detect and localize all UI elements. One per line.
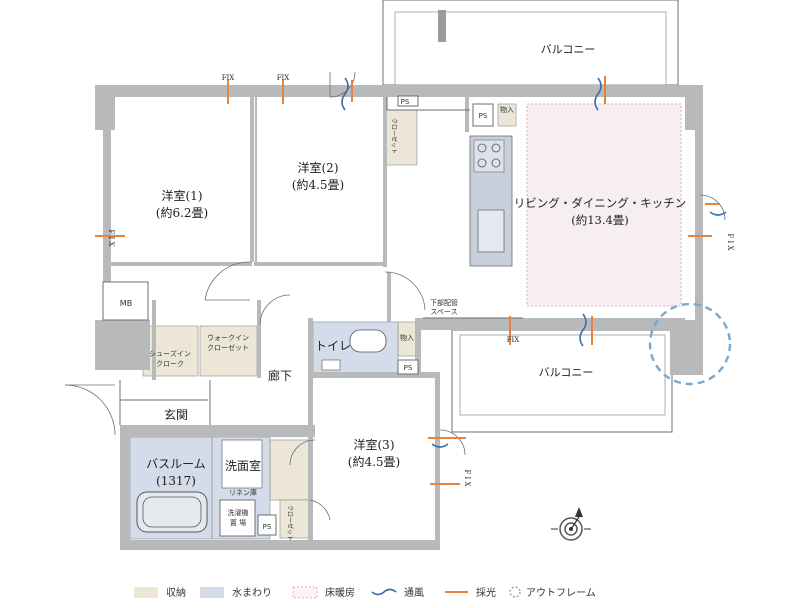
storage-toilet-label: 物入 <box>400 333 414 342</box>
airflow-markers <box>341 77 727 448</box>
room-bath-name: バスルーム <box>146 457 206 471</box>
balcony-right-label: バルコニー <box>539 366 594 379</box>
shoes-label-line1: シューズイン <box>149 349 191 358</box>
room-toilet-name: トイレ <box>315 339 351 353</box>
linen-storage <box>269 439 311 501</box>
legend-airflow-icon <box>371 588 397 596</box>
balcony-right: バルコニー <box>451 329 673 433</box>
storage-ldk <box>497 103 517 127</box>
wash-basin <box>221 439 263 489</box>
room-western3-name: 洋室(3) <box>354 437 395 452</box>
bathtub <box>136 491 208 533</box>
ps-label-3: PS <box>404 364 413 372</box>
closet-western3 <box>279 499 313 539</box>
fix-label-vertical-room3: F I X <box>463 469 471 486</box>
light-markers <box>95 76 720 485</box>
toilet-bowl <box>349 329 387 353</box>
closet-western3-label: クローゼット <box>286 505 294 541</box>
ps-label-2: PS <box>479 112 488 120</box>
legend-swatch-storage <box>134 587 158 598</box>
room-western1-size: (約6.2畳) <box>156 205 208 220</box>
walkin-label-line1: ウォークイン <box>207 334 249 342</box>
room-western3-size: (約4.5畳) <box>348 454 400 469</box>
legend-swatch-floorheat <box>292 586 318 599</box>
fix-label-vertical-left: F I X <box>107 229 115 246</box>
closet-western2-label: クローゼット <box>390 118 398 154</box>
room-wash-name: 洗面室 <box>225 458 261 473</box>
piping-label-line2: スペース <box>430 308 457 316</box>
room-western2-size: (約4.5畳) <box>292 177 344 192</box>
room-ldk-name: リビング・ダイニング・キッチン <box>514 196 687 210</box>
legend-swatch-water <box>200 587 224 598</box>
floor-heating-zone <box>526 103 682 307</box>
storage-ldk-label: 物入 <box>500 105 514 114</box>
mb-label: MB <box>120 299 132 308</box>
walkin-closet <box>199 325 258 377</box>
closet-western2 <box>384 109 418 166</box>
legend-label-storage: 収納 <box>166 586 186 599</box>
outframe-marker <box>648 302 732 386</box>
fix-label-3: FIX <box>507 336 520 344</box>
legend-label-floorheat: 床暖房 <box>325 586 355 599</box>
legend-outframe-icon <box>509 586 521 598</box>
legend: 収納 水まわり 床暖房 通風 採光 アウトフレーム <box>134 586 596 599</box>
linen-label: リネン庫 <box>229 488 257 497</box>
washer-space <box>219 499 256 537</box>
room-western1-name: 洋室(1) <box>162 188 203 203</box>
ps-label-4: PS <box>263 523 272 531</box>
stove <box>473 139 505 173</box>
compass-icon <box>551 507 591 541</box>
fix-label-1: FIX <box>222 74 235 82</box>
walls <box>95 85 703 550</box>
room-entrance-name: 玄関 <box>164 407 188 422</box>
kitchen-sink <box>477 209 505 253</box>
room-western2-name: 洋室(2) <box>298 160 339 175</box>
interior-lines <box>102 95 523 536</box>
stove-burners <box>477 143 501 168</box>
legend-label-airflow: 通風 <box>404 587 424 599</box>
fix-label-2: FIX <box>277 74 290 82</box>
washer-label-line2: 置 場 <box>230 518 246 527</box>
legend-label-water: 水まわり <box>232 587 272 599</box>
room-bath-size: (1317) <box>156 474 196 488</box>
shoes-label-line2: クローク <box>156 360 184 368</box>
walkin-label-line2: クローゼット <box>207 343 249 352</box>
room-ldk-size: (約13.4畳) <box>571 213 629 227</box>
legend-label-light: 採光 <box>476 586 496 599</box>
legend-label-outframe: アウトフレーム <box>526 587 596 599</box>
balcony-top-label: バルコニー <box>541 43 596 56</box>
fix-label-vertical-right: F I X <box>726 233 734 250</box>
ps-label-1: PS <box>401 98 410 106</box>
piping-label-line1: 下部配管 <box>430 298 458 307</box>
washer-label-line1: 洗濯機 <box>228 508 249 517</box>
balcony-top: バルコニー <box>382 0 679 86</box>
room-hall-name: 廊下 <box>268 368 292 383</box>
